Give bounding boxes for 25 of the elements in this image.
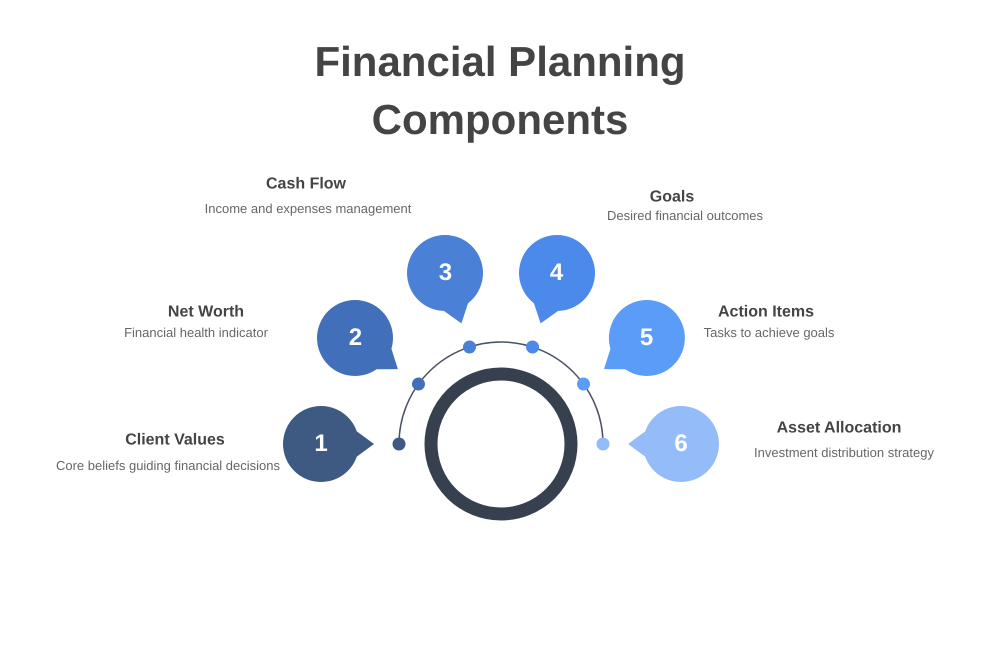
component-description: Core beliefs guiding financial decisions: [56, 458, 280, 474]
component-description: Financial health indicator: [124, 325, 268, 341]
step-number: 1: [314, 432, 328, 456]
component-description: Investment distribution strategy: [754, 445, 934, 461]
component-title: Action Items: [718, 302, 814, 322]
step-number: 5: [640, 326, 654, 350]
speech-bubble: [518, 234, 595, 324]
component-title: Client Values: [125, 430, 225, 450]
step-number: 4: [550, 260, 564, 285]
step-number: 6: [674, 432, 688, 456]
step-number: 3: [438, 260, 452, 285]
speech-bubble: [407, 234, 484, 324]
speech-bubble: [317, 300, 398, 376]
component-title: Net Worth: [168, 302, 244, 322]
component-description: Desired financial outcomes: [606, 208, 764, 224]
title: Financial Planning Components: [313, 37, 687, 145]
speech-bubble: [283, 406, 374, 482]
component-title: Goals: [650, 187, 694, 207]
speech-bubble: [628, 406, 719, 482]
component-title: Asset Allocation: [776, 418, 902, 438]
step-number: 2: [348, 326, 362, 350]
component-description: Income and expenses management: [204, 201, 412, 217]
speech-bubble: [604, 300, 685, 376]
component-description: Tasks to achieve goals: [704, 325, 834, 341]
component-title: Cash Flow: [266, 174, 346, 194]
